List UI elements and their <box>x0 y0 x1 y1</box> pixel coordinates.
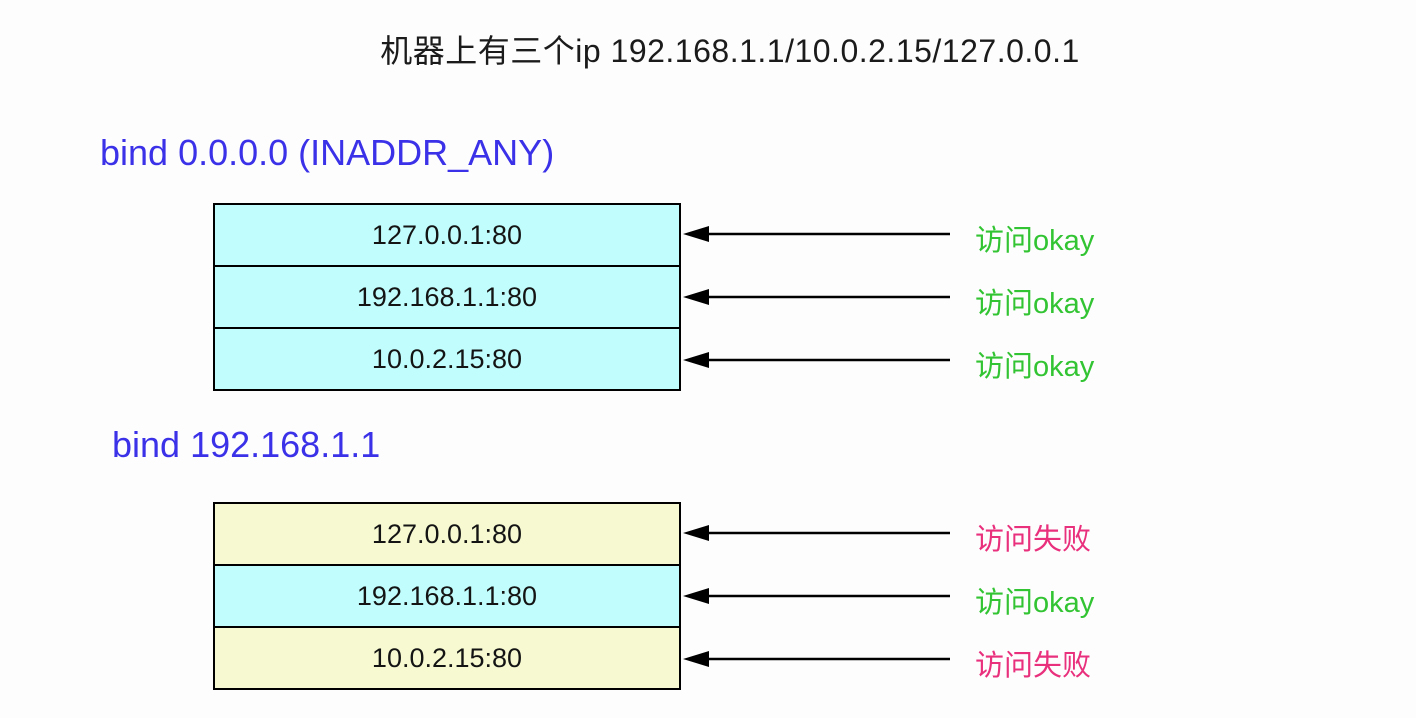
section-heading-bind-specific: bind 192.168.1.1 <box>112 424 381 465</box>
diagram-title: 机器上有三个ip 192.168.1.1/10.0.2.15/127.0.0.1 <box>380 33 1080 69</box>
socket-address: 192.168.1.1:80 <box>356 580 538 611</box>
socket-row: 127.0.0.1:80 <box>215 205 679 265</box>
access-result-label: 访问失败 <box>975 524 1092 556</box>
arrow-left-icon <box>683 525 950 541</box>
socket-row: 127.0.0.1:80 <box>215 504 679 564</box>
access-result-label: 访问okay <box>975 587 1095 619</box>
section-heading-bind-any: bind 0.0.0.0 (INADDR_ANY) <box>100 132 555 173</box>
socket-row: 10.0.2.15:80 <box>215 626 679 688</box>
arrow-left-icon <box>683 352 950 368</box>
arrow-left-icon <box>683 588 950 604</box>
access-result-label: 访问okay <box>975 351 1095 383</box>
access-result-label: 访问失败 <box>975 650 1092 682</box>
socket-address: 127.0.0.1:80 <box>371 518 523 549</box>
socket-row: 10.0.2.15:80 <box>215 327 679 389</box>
access-result-label: 访问okay <box>975 288 1095 320</box>
socket-box-group-bind-any: 127.0.0.1:80 192.168.1.1:80 10.0.2.15:80 <box>213 203 681 391</box>
socket-address: 192.168.1.1:80 <box>356 281 538 312</box>
arrow-left-icon <box>683 226 950 242</box>
socket-box-group-bind-specific: 127.0.0.1:80 192.168.1.1:80 10.0.2.15:80 <box>213 502 681 690</box>
socket-row: 192.168.1.1:80 <box>215 265 679 327</box>
access-result-label: 访问okay <box>975 225 1095 257</box>
socket-address: 10.0.2.15:80 <box>371 642 523 673</box>
socket-address: 127.0.0.1:80 <box>371 219 523 250</box>
socket-address: 10.0.2.15:80 <box>371 343 523 374</box>
arrow-left-icon <box>683 651 950 667</box>
arrow-left-icon <box>683 289 950 305</box>
socket-row: 192.168.1.1:80 <box>215 564 679 626</box>
